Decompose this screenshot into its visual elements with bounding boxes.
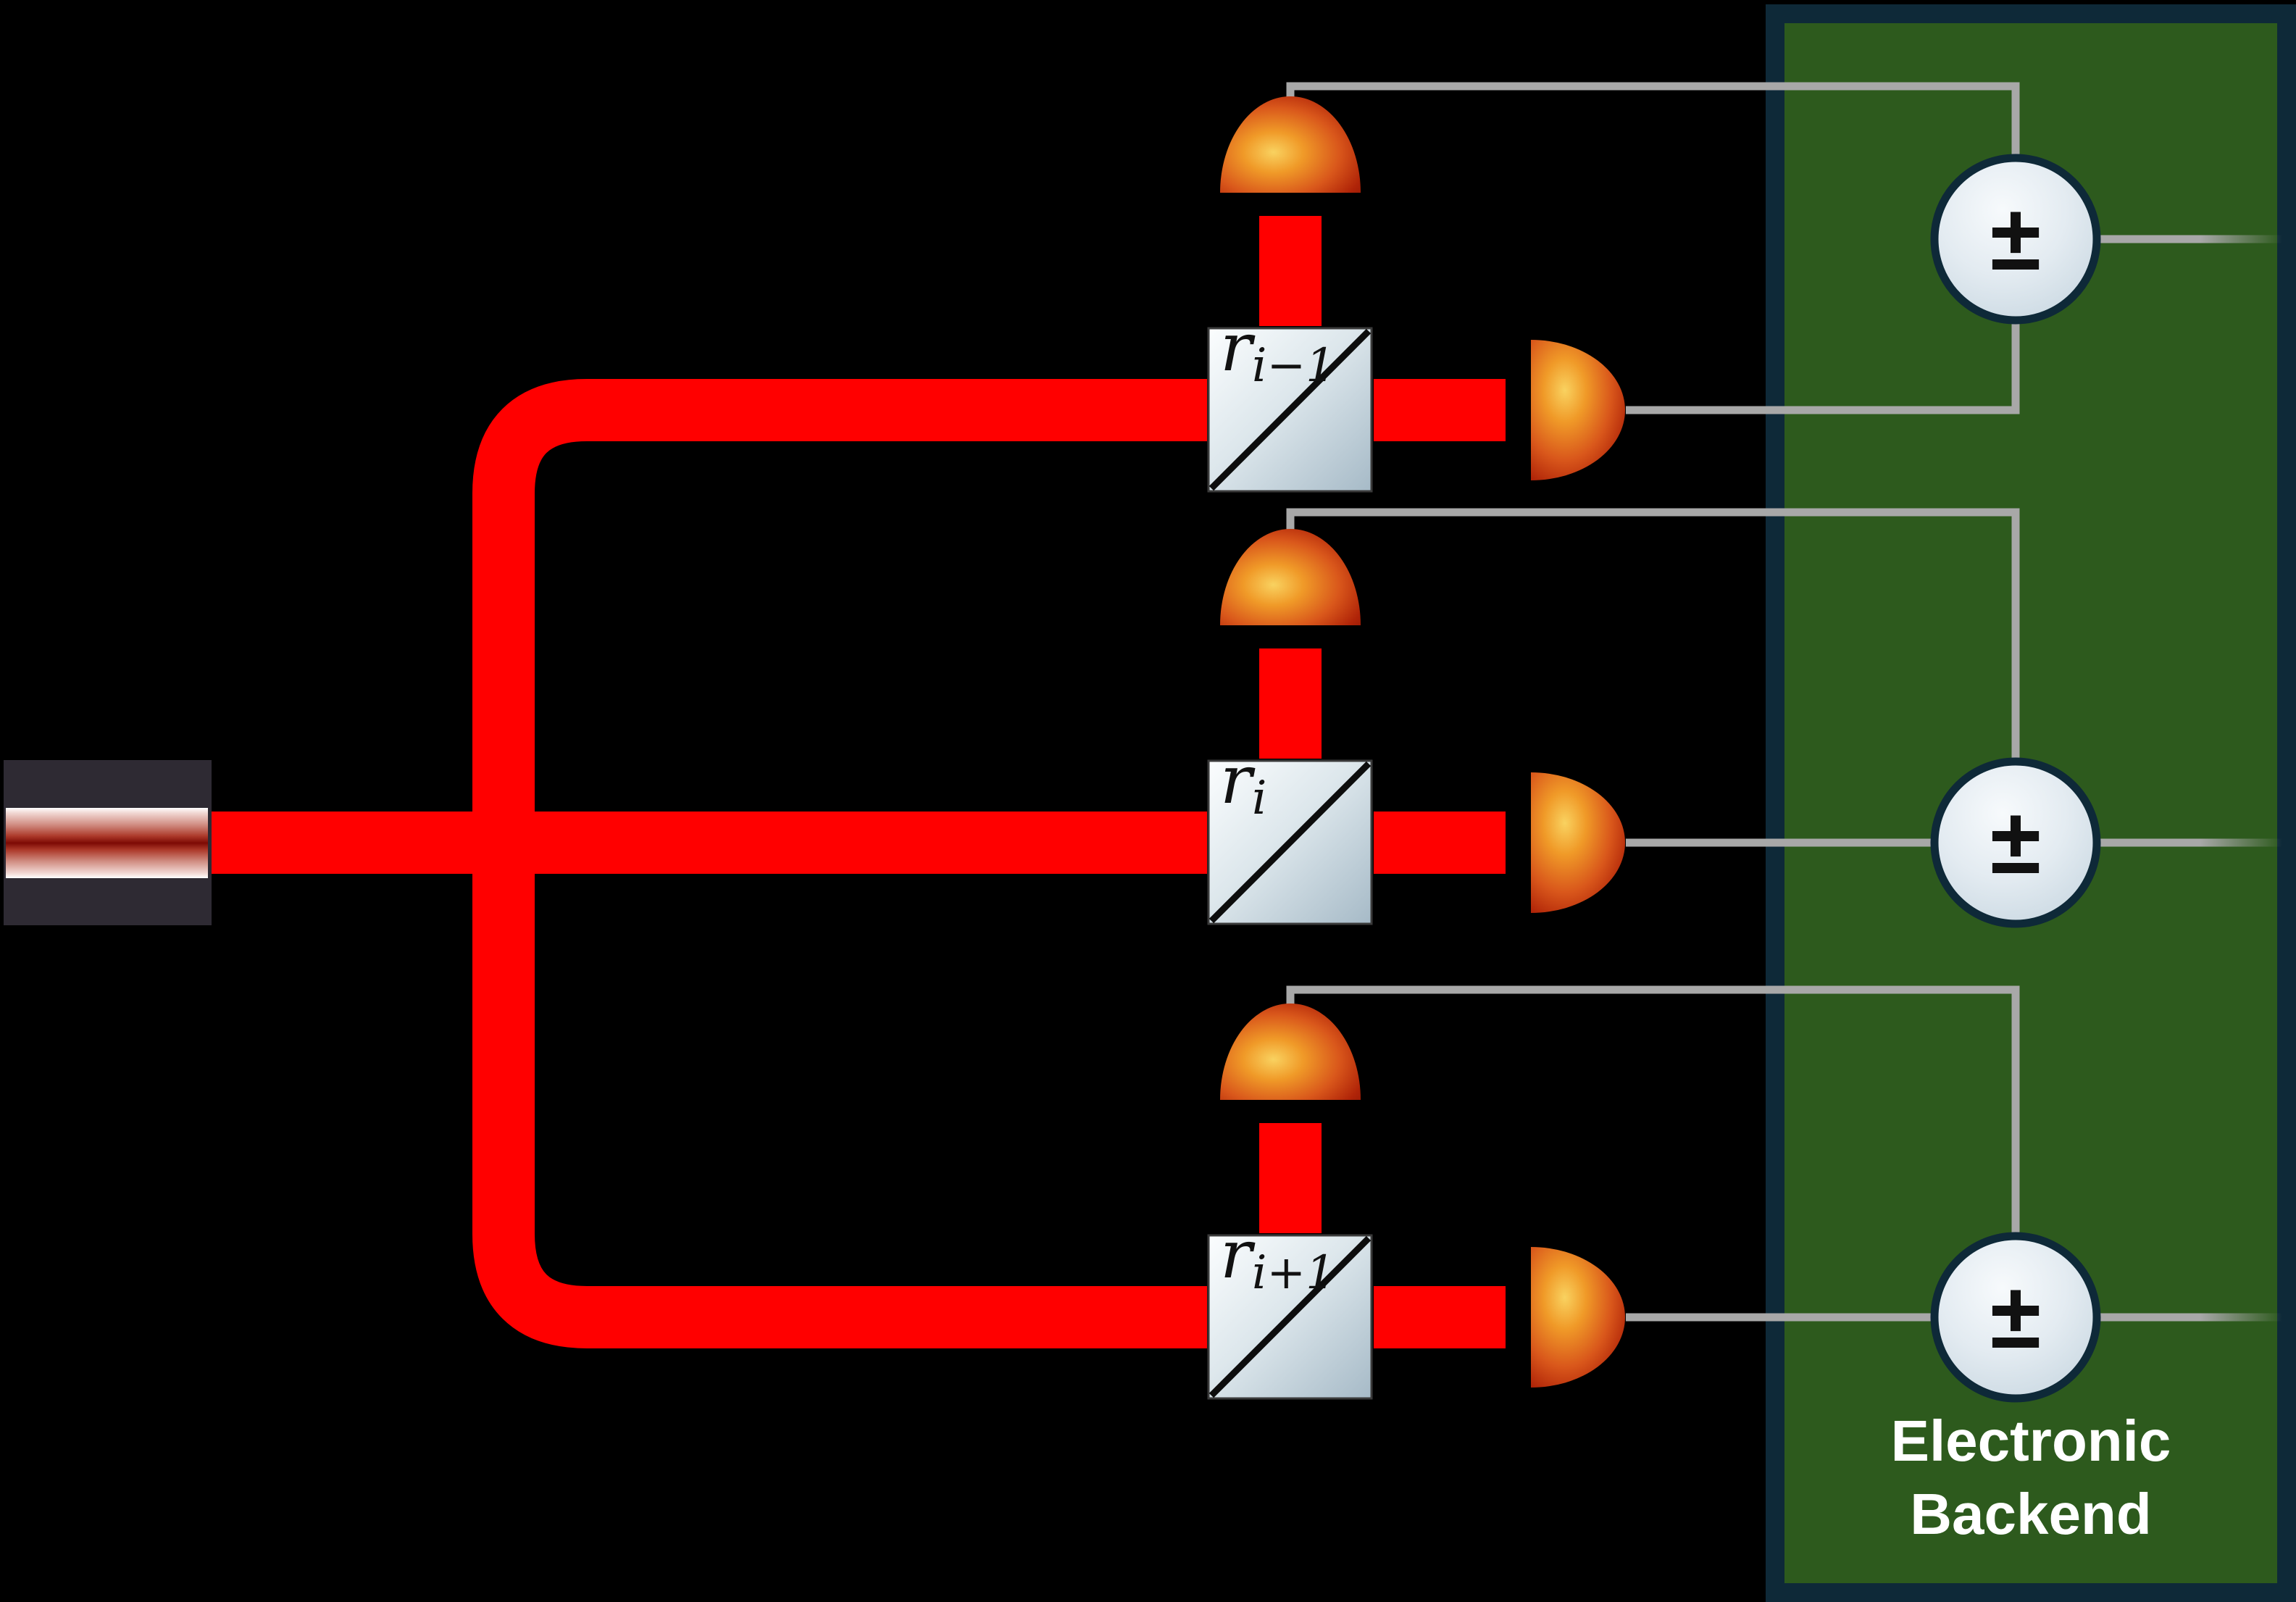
- beam-splitter-label: ri: [1220, 741, 1266, 825]
- summing-node-circle: [1930, 757, 2101, 928]
- panel-title-line1: Electronic: [1891, 1409, 2171, 1473]
- beam-splitter-diagonal: [1208, 328, 1372, 491]
- beam-splitter-bottom: ri+1: [1207, 1216, 1373, 1400]
- photodetector-dome-side-branch2: [1531, 772, 1625, 913]
- summing-node-circle: [1930, 154, 2101, 325]
- plus-minus-label: ±: [1990, 1264, 2041, 1368]
- beam-splitter-label: ri+1: [1220, 1216, 1335, 1300]
- beam-splitter-top: ri−1: [1207, 309, 1373, 493]
- photodetectors: [1220, 96, 1625, 1388]
- summing-node-top: ±: [1930, 154, 2101, 325]
- laser-aperture-stripe: [6, 808, 208, 878]
- laser-beam-branch-loop: [472, 379, 1207, 1348]
- photodetector-dome-side-branch1: [1531, 340, 1625, 480]
- beam-splitter-label: ri−1: [1220, 309, 1335, 393]
- beam-splitter-diagonal: [1208, 761, 1372, 924]
- beam-splitter-diagonal: [1208, 1235, 1372, 1398]
- panel-title-line2: Backend: [1910, 1482, 2151, 1546]
- photodetector-dome-side-branch3: [1531, 1247, 1625, 1388]
- summing-node-bottom: ±: [1930, 1232, 2101, 1403]
- plus-minus-label: ±: [1990, 186, 2041, 290]
- laser-beams: [212, 216, 1506, 1348]
- summing-node-middle: ±: [1930, 757, 2101, 928]
- plus-minus-label: ±: [1990, 790, 2041, 893]
- photodetector-dome-top-branch2: [1220, 529, 1361, 625]
- photodetector-dome-top-branch1: [1220, 96, 1361, 193]
- laser-source: [4, 760, 212, 925]
- summing-node-circle: [1930, 1232, 2101, 1403]
- panel-title: Electronic Backend: [1891, 1409, 2171, 1546]
- signal-wire-top-output: [1626, 316, 2020, 414]
- signal-wire-middle-monitor: [1286, 508, 2020, 768]
- photodetector-dome-top-branch3: [1220, 1004, 1361, 1100]
- beam-splitter-middle: ri: [1207, 741, 1373, 925]
- signal-wire-bottom-monitor: [1286, 985, 2020, 1243]
